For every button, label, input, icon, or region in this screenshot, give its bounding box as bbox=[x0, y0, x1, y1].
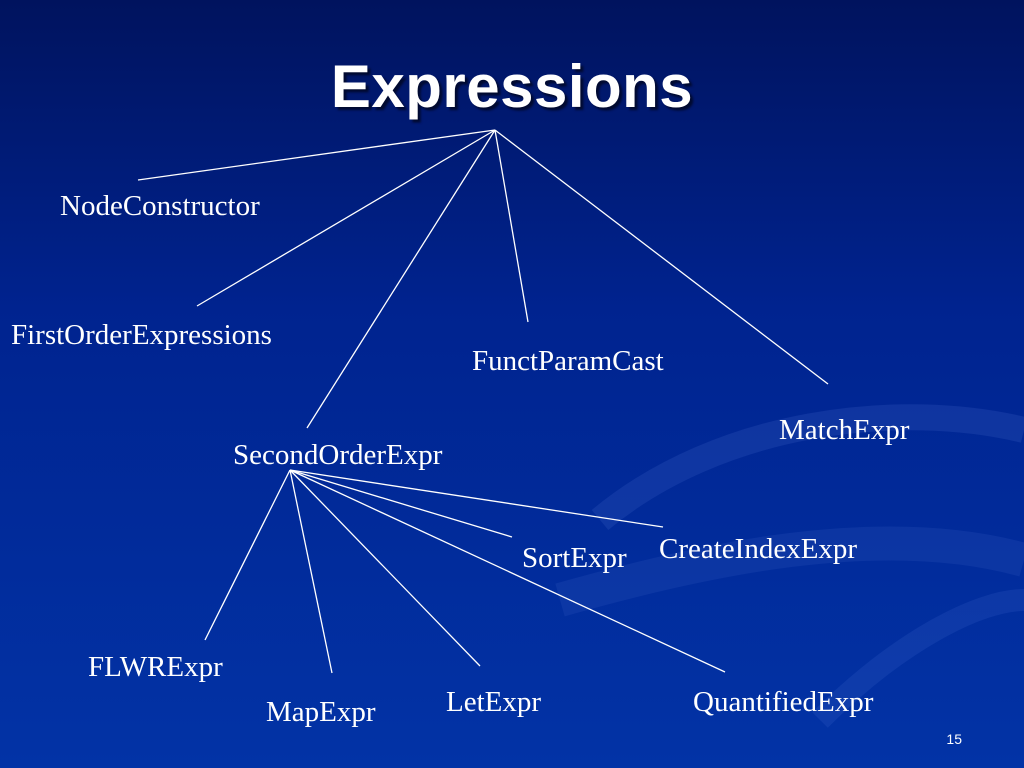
edge-root-firstorderexpressions bbox=[196, 129, 496, 307]
edge-secondorder-quantifiedexpr bbox=[289, 469, 726, 673]
edge-root-matchexpr bbox=[494, 129, 829, 385]
edge-secondorder-sortexpr bbox=[289, 469, 513, 538]
node-nodeconstructor: NodeConstructor bbox=[60, 190, 260, 222]
node-quantifiedexpr: QuantifiedExpr bbox=[693, 686, 874, 718]
edge-secondorder-mapexpr bbox=[289, 469, 333, 674]
node-functparamcast: FunctParamCast bbox=[472, 345, 664, 377]
node-firstorderexpressions: FirstOrderExpressions bbox=[11, 319, 272, 351]
edge-secondorder-flwrexpr bbox=[204, 469, 291, 641]
node-matchexpr: MatchExpr bbox=[779, 414, 910, 446]
node-flwrexpr: FLWRExpr bbox=[88, 651, 223, 683]
node-createindexexpr: CreateIndexExpr bbox=[659, 533, 858, 565]
node-letexpr: LetExpr bbox=[446, 686, 542, 718]
edge-secondorder-letexpr bbox=[289, 469, 481, 667]
edge-root-nodeconstructor bbox=[137, 129, 496, 181]
node-secondorderexpr: SecondOrderExpr bbox=[233, 439, 443, 471]
edge-root-secondorderexpr bbox=[306, 129, 496, 429]
edge-secondorder-createindexexpr bbox=[289, 469, 664, 528]
node-mapexpr: MapExpr bbox=[266, 696, 376, 728]
edge-root-functparamcast bbox=[494, 129, 529, 323]
slide-number: 15 bbox=[946, 731, 962, 747]
slide-title: Expressions bbox=[330, 53, 694, 120]
node-sortexpr: SortExpr bbox=[522, 542, 627, 574]
